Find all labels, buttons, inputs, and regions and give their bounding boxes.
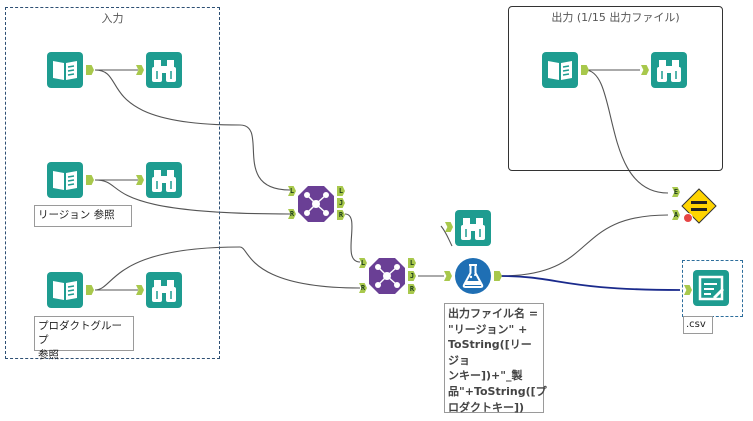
input-1-output-anchor[interactable] (86, 65, 94, 75)
browse-1-input-anchor[interactable] (136, 65, 144, 75)
test-expected-anchor[interactable]: E (672, 187, 680, 197)
input-3-output-anchor[interactable] (86, 285, 94, 295)
join-1-right-anchor[interactable]: R (288, 209, 296, 219)
binoculars-icon (146, 162, 182, 198)
input-book-icon (542, 52, 578, 88)
join-2-left-anchor[interactable]: L (359, 258, 367, 268)
test-actual-anchor[interactable]: A (672, 210, 680, 220)
input-book-icon (47, 162, 83, 198)
connection-input1-join1 (94, 69, 291, 191)
container-output-title: 出力 (1/15 出力ファイル) (551, 11, 680, 24)
formula-tool[interactable] (455, 258, 491, 294)
output-data-tool[interactable] (693, 270, 729, 306)
input-data-tool-3[interactable] (47, 272, 83, 308)
join-1-join-output-anchor[interactable]: J (337, 198, 345, 208)
connection-input3-join2 (94, 246, 361, 291)
browse-tool-4[interactable] (455, 210, 491, 246)
output-data-icon (693, 270, 729, 306)
input-data-tool-4[interactable] (542, 52, 578, 88)
browse-tool-3[interactable] (146, 272, 182, 308)
browse-2-input-anchor[interactable] (136, 175, 144, 185)
input-2-output-anchor[interactable] (86, 175, 94, 185)
browse-5-input-anchor[interactable] (641, 65, 649, 75)
join-tool-2[interactable] (369, 258, 405, 294)
input-book-icon (47, 272, 83, 308)
input-data-tool-1[interactable] (47, 52, 83, 88)
input-book-icon (47, 52, 83, 88)
connection-join1-join2 (344, 213, 361, 263)
join-2-right-output-anchor[interactable]: R (408, 284, 416, 294)
browse-4-input-anchor[interactable] (445, 222, 453, 232)
join-2-left-output-anchor[interactable]: L (408, 258, 416, 268)
join-icon (298, 186, 334, 222)
connection-formula-output-selected (499, 275, 681, 291)
binoculars-icon (146, 52, 182, 88)
join-icon (369, 258, 405, 294)
join-1-left-output-anchor[interactable]: L (337, 186, 345, 196)
product-group-reference-annotation: プロダクトグループ 参照 (34, 316, 134, 361)
binoculars-icon (455, 210, 491, 246)
container-output[interactable]: 出力 (1/15 出力ファイル) (508, 6, 723, 171)
binoculars-icon (651, 52, 687, 88)
browse-tool-5[interactable] (651, 52, 687, 88)
join-1-left-anchor[interactable]: L (288, 186, 296, 196)
browse-tool-1[interactable] (146, 52, 182, 88)
connection-input2-join1 (94, 179, 291, 215)
formula-input-anchor[interactable] (444, 271, 452, 281)
binoculars-icon (146, 272, 182, 308)
join-tool-1[interactable] (298, 186, 334, 222)
connection-browse-formula (440, 225, 453, 247)
join-2-join-output-anchor[interactable]: J (408, 271, 416, 281)
browse-3-input-anchor[interactable] (136, 285, 144, 295)
formula-expression-annotation: 出力ファイル名 = "リージョン" + ToString([リージョ ンキー])… (444, 303, 547, 414)
formula-flask-icon (455, 258, 491, 294)
error-indicator-icon (683, 213, 693, 223)
input-data-tool-2[interactable] (47, 162, 83, 198)
input-4-output-anchor[interactable] (581, 65, 589, 75)
output-input-anchor[interactable] (684, 285, 692, 295)
formula-output-anchor[interactable] (494, 271, 502, 281)
browse-tool-2[interactable] (146, 162, 182, 198)
container-input[interactable]: 入力 (5, 7, 220, 359)
container-input-title: 入力 (101, 12, 124, 25)
join-1-right-output-anchor[interactable]: R (337, 210, 345, 220)
connection-output-input-test-actual (584, 69, 669, 194)
join-2-right-anchor[interactable]: R (359, 283, 367, 293)
region-reference-annotation: リージョン 参照 (34, 205, 132, 227)
connection-formula-test-expected (499, 214, 669, 277)
output-file-annotation: .csv (683, 316, 713, 334)
